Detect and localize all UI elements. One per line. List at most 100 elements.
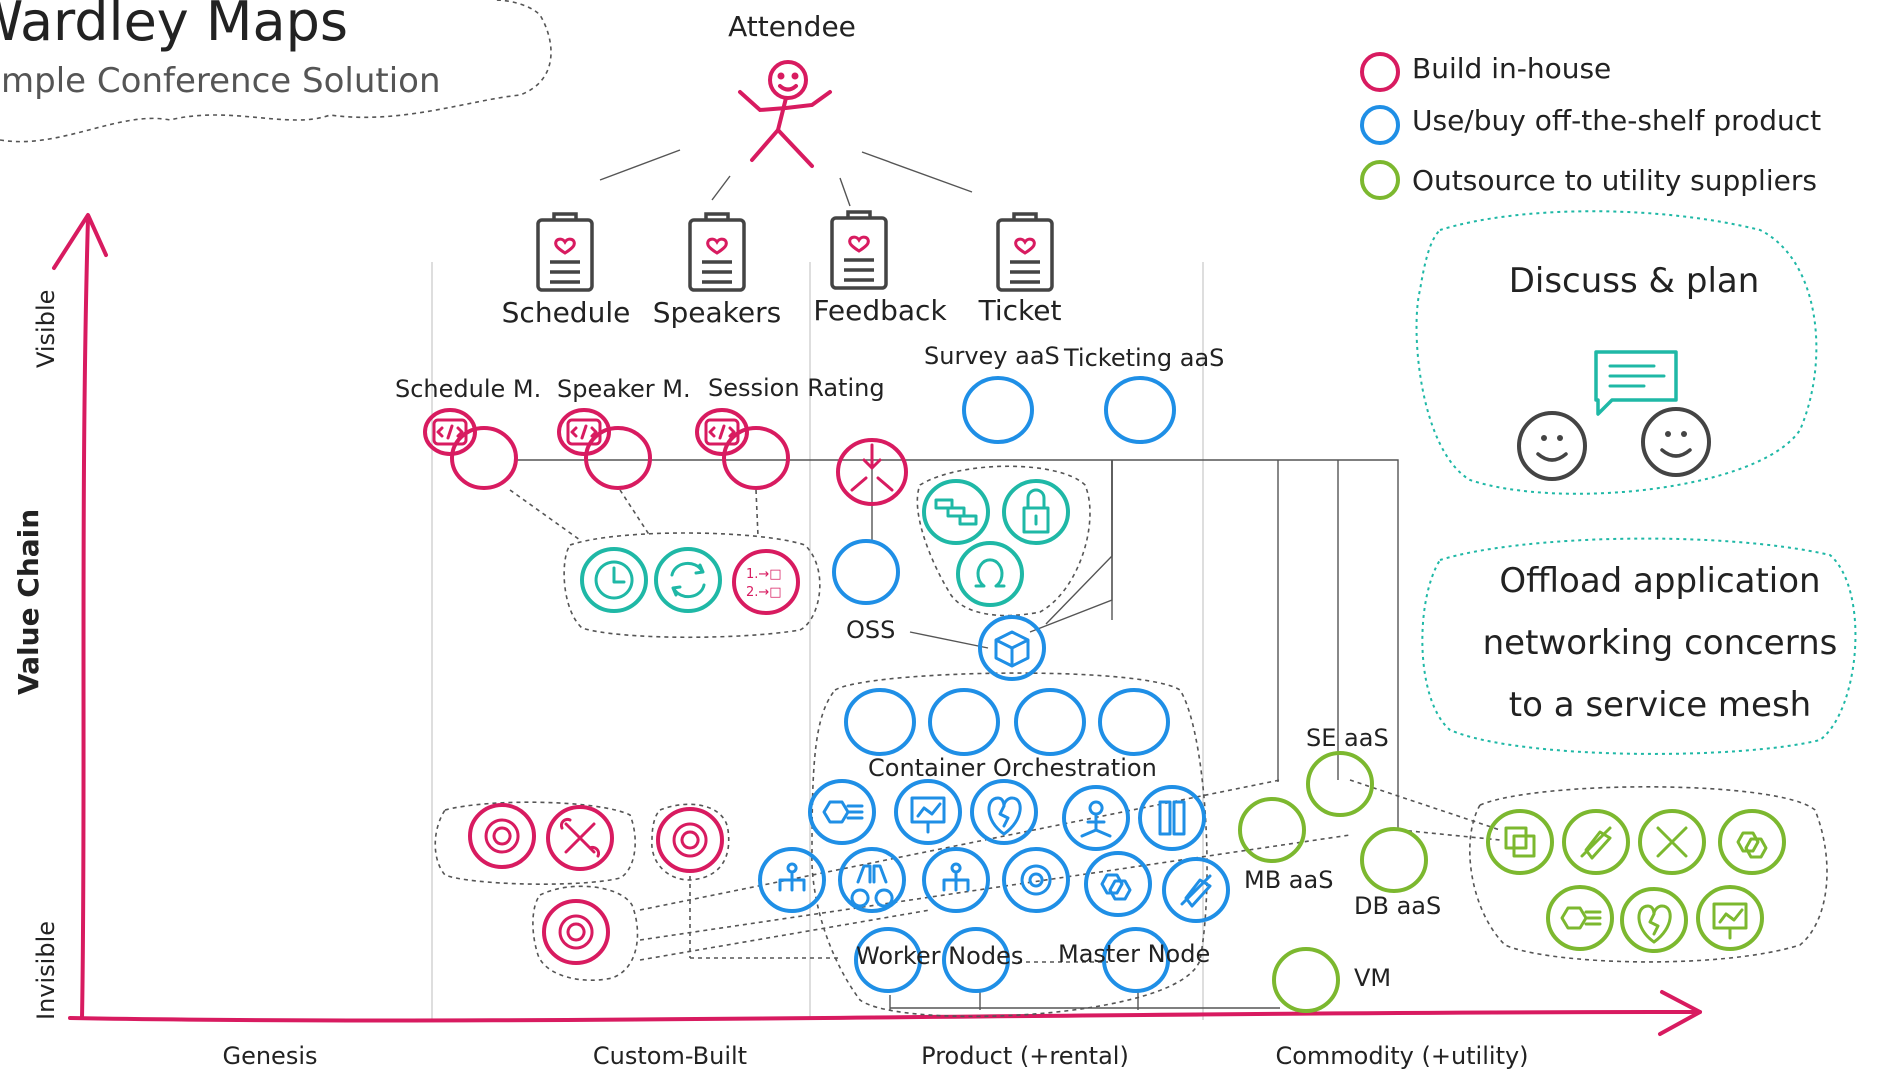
map-title: Wardley Maps	[0, 0, 348, 53]
monitor-chart-icon	[1712, 902, 1748, 940]
container-orchestration-nodes: Container Orchestration	[844, 688, 1170, 782]
legend-label-build: Build in-house	[1412, 52, 1611, 85]
gear-icon	[672, 822, 708, 858]
cycle-icon	[670, 561, 706, 599]
stage-label-custom: Custom-Built	[593, 1042, 747, 1070]
clipboard-icon	[996, 212, 1054, 292]
component-speaker-m-label: Speaker M.	[557, 375, 691, 403]
squares-icon	[1504, 826, 1536, 858]
component-vm: VM	[1272, 947, 1391, 1013]
stacked-hexagons-icon	[1736, 831, 1768, 859]
need-feedback: Feedback	[813, 210, 947, 327]
code-icon	[423, 408, 477, 456]
need-ticket-label: Ticket	[978, 294, 1062, 327]
need-speakers-label: Speakers	[653, 296, 781, 329]
need-ticket: Ticket	[978, 212, 1062, 327]
user-need-links	[599, 149, 973, 207]
practice-steps: 1.→□ 2.→□	[732, 549, 800, 615]
stage-label-product: Product (+rental)	[921, 1042, 1129, 1070]
note-discuss-plan-text: Discuss & plan	[1509, 261, 1760, 301]
legend: Build in-house Use/buy off-the-shelf pro…	[1360, 52, 1821, 200]
tool-row-1	[808, 779, 1206, 851]
need-schedule: Schedule	[502, 212, 631, 329]
y-axis	[80, 216, 90, 1020]
component-survey-aas: Survey aaS	[924, 342, 1060, 444]
tooling-group-genesis	[434, 801, 636, 885]
map-subtitle: Simple Conference Solution	[0, 61, 441, 101]
bandage-icon	[1580, 826, 1612, 860]
chat-faces-icon	[1517, 350, 1711, 481]
wrench-icon	[559, 817, 601, 858]
x-axis-arrowhead	[1658, 990, 1702, 1036]
component-master-node-label: Master Node	[1058, 940, 1210, 968]
y-axis-label: Value Chain	[12, 509, 45, 695]
note-offload-line-1: Offload application	[1499, 561, 1820, 601]
stage-label-genesis: Genesis	[222, 1042, 317, 1070]
component-session-rating: Session Rating	[695, 374, 885, 490]
legend-label-buy: Use/buy off-the-shelf product	[1412, 104, 1821, 137]
component-mb-aas: MB aaS	[1238, 797, 1333, 894]
parallel-bars-icon	[1158, 800, 1186, 836]
y-axis-top-label: Visible	[32, 290, 60, 368]
groupings	[434, 465, 1828, 1018]
gear-icon	[1020, 864, 1052, 896]
broken-heart-icon	[987, 796, 1022, 836]
hexagon-lines-icon	[822, 800, 864, 824]
component-db-aas-label: DB aaS	[1354, 892, 1441, 920]
x-axis	[68, 1010, 1702, 1023]
note-offload: Offload application networking concerns …	[1421, 537, 1857, 755]
legend-swatch-build	[1360, 52, 1400, 92]
hierarchy-icon-2	[942, 862, 970, 892]
utility-group	[1469, 786, 1828, 963]
attendee-label: Attendee	[728, 10, 856, 43]
component-ticketing-aas: Ticketing aaS	[1063, 344, 1224, 444]
component-service-mesh	[978, 615, 1046, 681]
legend-swatch-buy	[1360, 105, 1400, 145]
practice-cycle	[654, 547, 722, 613]
component-session-rating-label: Session Rating	[708, 374, 885, 402]
y-axis-arrowhead	[52, 213, 108, 270]
hierarchy-icon	[778, 862, 806, 892]
clipboard-icon	[830, 210, 888, 290]
component-feedback-aggregator	[836, 438, 908, 506]
component-ticketing-aas-label: Ticketing aaS	[1063, 344, 1224, 372]
stick-figure-icon	[738, 60, 832, 168]
note-offload-line-2: networking concerns	[1483, 623, 1838, 663]
tool-pink-wrench	[546, 805, 614, 871]
legend-swatch-outsource	[1360, 160, 1400, 200]
network-person-icon	[1080, 800, 1112, 838]
note-discuss-plan: Discuss & plan	[1415, 210, 1818, 495]
tool-pink-gear-2	[656, 807, 724, 873]
component-oss-label: OSS	[846, 616, 895, 644]
ordered-list-icon: 1.→□ 2.→□	[746, 567, 782, 600]
practice-clock	[580, 547, 648, 613]
tool-pink-gear-1	[468, 803, 536, 869]
merge-arrows-icon	[850, 443, 894, 492]
tooling-group-custom	[651, 803, 730, 881]
component-survey-aas-label: Survey aaS	[924, 342, 1060, 370]
need-schedule-label: Schedule	[502, 296, 631, 329]
practice-kanban	[922, 479, 990, 545]
cube-icon	[994, 630, 1030, 668]
practice-omega	[956, 541, 1024, 607]
component-se-aas-label: SE aaS	[1306, 724, 1389, 752]
component-se-aas: SE aaS	[1306, 724, 1389, 817]
hexagon-lines-icon	[1560, 906, 1602, 930]
gear-icon	[558, 914, 594, 950]
component-vm-label: VM	[1354, 964, 1391, 992]
practices-group-product	[916, 465, 1091, 617]
code-icon	[557, 408, 611, 456]
clock-icon	[594, 560, 634, 600]
lock-icon	[1022, 488, 1050, 534]
component-worker-nodes: Worker Nodes	[854, 927, 1023, 993]
component-master-node: Master Node	[1058, 927, 1210, 993]
title-cloud: Wardley Maps Simple Conference Solution	[0, 0, 552, 143]
attendee-user: Attendee	[728, 10, 856, 168]
practice-security	[1002, 479, 1070, 545]
kanban-icon	[934, 498, 978, 526]
legend-label-outsource: Outsource to utility suppliers	[1412, 164, 1817, 197]
container-orchestration-group	[811, 672, 1208, 1018]
tool-row-2	[758, 847, 1230, 923]
component-oss: OSS	[832, 539, 900, 644]
